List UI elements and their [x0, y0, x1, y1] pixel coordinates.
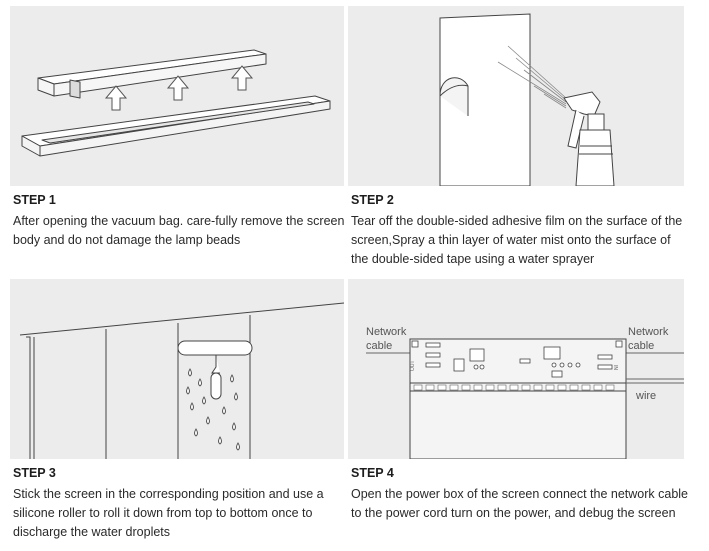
- port-out-label: OUT: [410, 360, 416, 371]
- step2-illustration: [348, 6, 684, 186]
- step3-description: Stick the screen in the corresponding po…: [13, 487, 324, 539]
- port-in-label: IN: [612, 365, 618, 370]
- network-cable-right-label-1: Network: [628, 326, 669, 338]
- network-cable-right-label-2: cable: [628, 340, 654, 352]
- step1-illustration: [10, 6, 344, 186]
- step2-description: Tear off the double-sided adhesive film …: [351, 214, 683, 266]
- power-box-drawing: Network cable Network cable wire: [366, 326, 684, 459]
- network-cable-left-label-2: cable: [366, 340, 392, 352]
- step4-illustration: Network cable Network cable wire: [348, 279, 684, 459]
- network-cable-left-label-1: Network: [366, 326, 407, 338]
- roller-drawing: [19, 302, 344, 459]
- step4-title: STEP 4: [351, 466, 394, 480]
- step4-description: Open the power box of the screen connect…: [351, 487, 689, 520]
- step1-title: STEP 1: [13, 193, 56, 207]
- step3-illustration: [10, 279, 344, 459]
- circuit-board-icon: [411, 340, 623, 378]
- screen-lift-drawing: [21, 49, 331, 157]
- step1-description: After opening the vacuum bag. care-fully…: [13, 214, 345, 247]
- roller-icon: [177, 340, 253, 400]
- water-droplet-icon: [186, 368, 240, 451]
- spray-bottle-icon: [563, 91, 615, 186]
- spray-drawing: [439, 13, 615, 186]
- lift-arrow-icon: [104, 65, 254, 111]
- wire-label: wire: [635, 390, 656, 402]
- step3-title: STEP 3: [13, 466, 56, 480]
- step2-title: STEP 2: [351, 193, 394, 207]
